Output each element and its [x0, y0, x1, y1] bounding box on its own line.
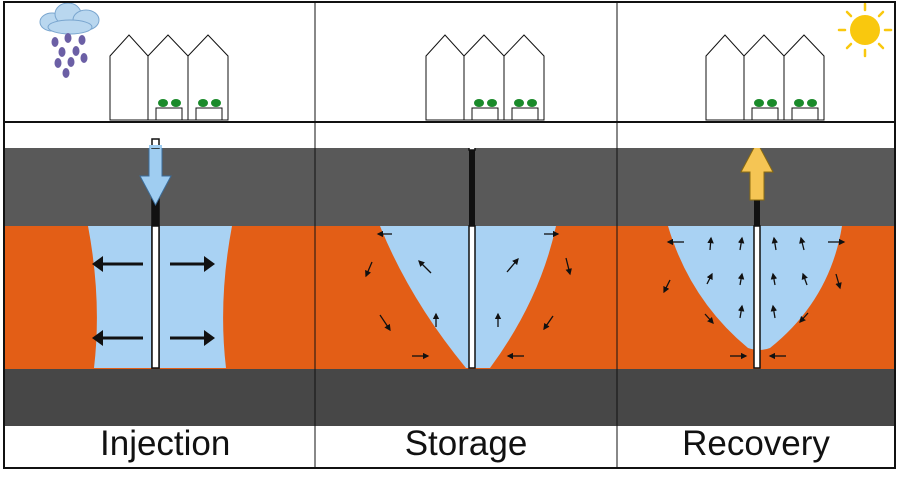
flow-arrows — [365, 230, 572, 360]
plants — [754, 99, 817, 107]
injection-arrow — [139, 144, 172, 207]
flow-arrows — [663, 236, 846, 360]
panel-label-recovery: Recovery — [682, 424, 830, 463]
panel-label-storage: Storage — [404, 424, 528, 463]
sun-icon — [837, 2, 893, 58]
water-bubble — [88, 226, 232, 368]
flow-arrows — [92, 256, 215, 346]
rain-cloud-icon — [39, 2, 100, 78]
panel-recovery — [663, 131, 846, 369]
greenhouse-icon — [109, 34, 229, 121]
panel-injection — [88, 138, 232, 369]
plants — [474, 99, 537, 107]
greenhouse-icon — [705, 34, 825, 121]
bottom-clay-layer — [4, 369, 895, 426]
greenhouse-icon — [425, 34, 545, 121]
well-pipe-upper — [469, 132, 475, 226]
frame — [3, 1, 896, 469]
panel-label-injection: Injection — [100, 424, 231, 463]
recovery-arrow — [740, 140, 774, 201]
plants — [158, 99, 221, 107]
